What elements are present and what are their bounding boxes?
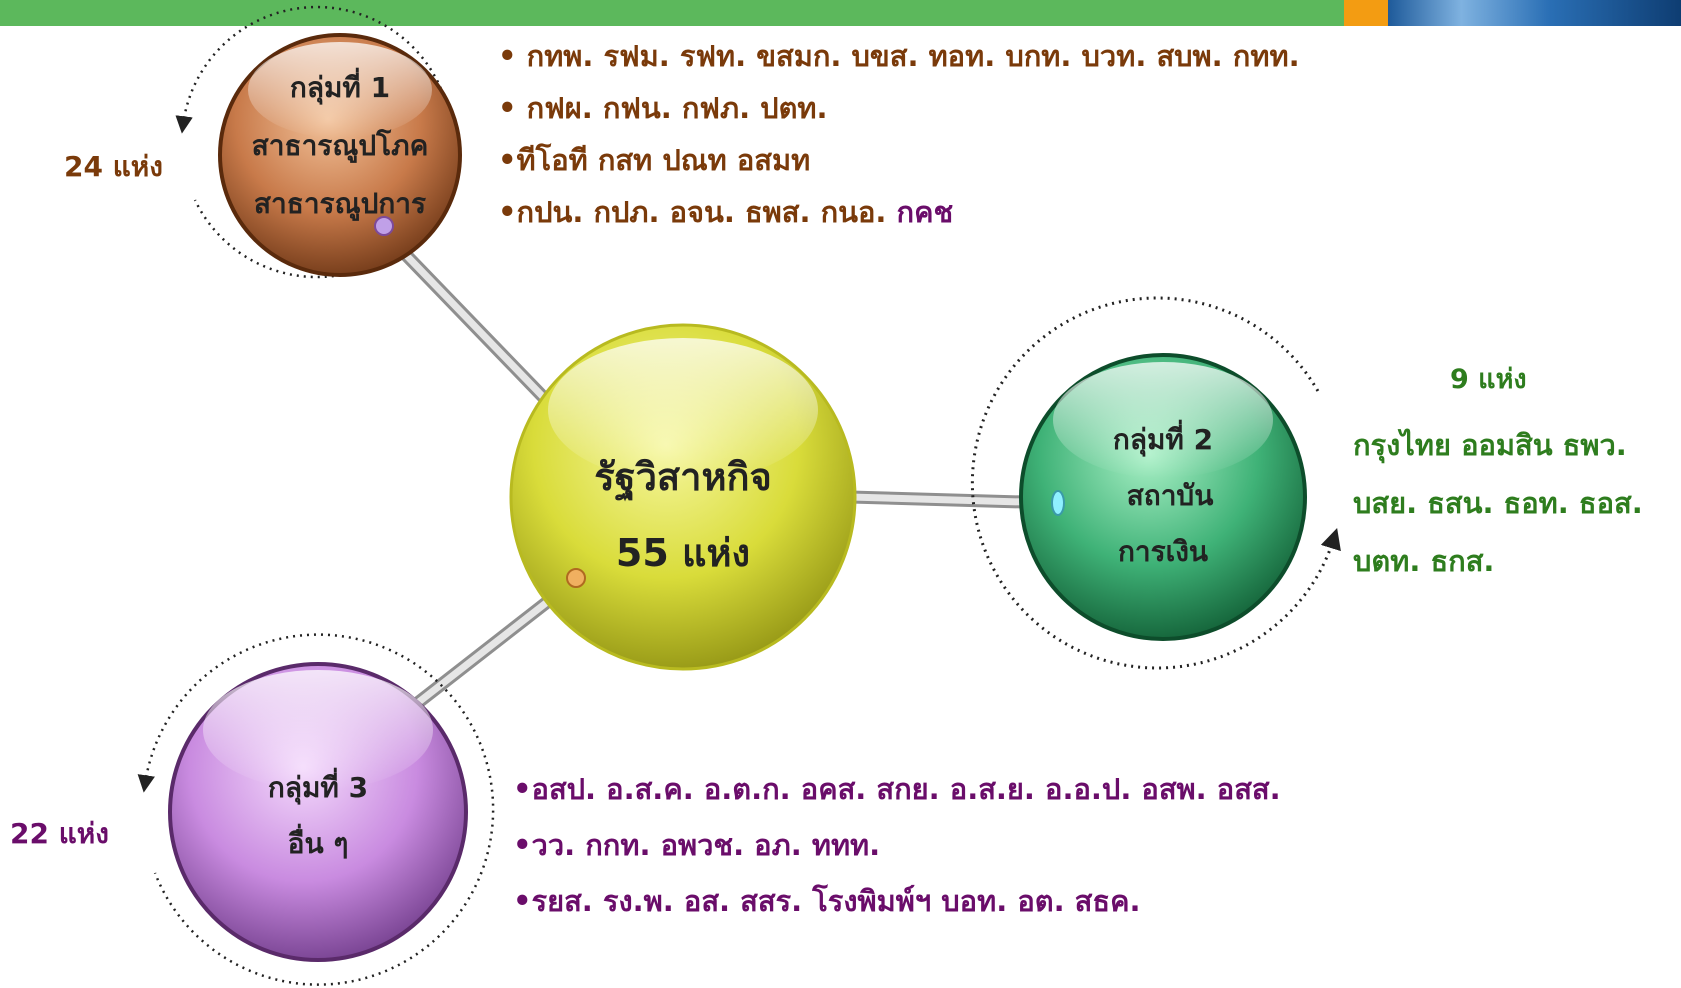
group1-title: กลุ่มที่ 1: [289, 71, 391, 104]
center-sphere: [509, 323, 857, 671]
group3-list-item-1: •อสป. อ.ส.ค. อ.ต.ก. อคส. สกย. อ.ส.ย. อ.อ…: [513, 772, 1281, 806]
group2-title: กลุ่มที่ 2: [1112, 423, 1214, 456]
group2-list-item-1: กรุงไทย ออมสิน ธพว.: [1353, 428, 1627, 462]
group2-count: 9 แห่ง: [1450, 364, 1527, 395]
group3-count: 22 แห่ง: [10, 817, 109, 850]
group3-sphere: [168, 662, 468, 962]
group1-list-item-1: • กทพ. รฟม. รฟท. ขสมก. บขส. ทอท. บกท. บว…: [498, 39, 1300, 73]
group1-sphere: [218, 33, 462, 277]
group3-title: กลุ่มที่ 3: [267, 771, 369, 804]
group1-list-item-2: • กฟผ. กฟน. กฟภ. ปตท.: [498, 91, 828, 125]
group3-label-line2: อื่น ๆ: [287, 827, 349, 860]
group1-label-line2: สาธารณูปโภค: [251, 129, 429, 162]
group1-list-item-3: •ทีโอที กสท ปณท อสมท: [498, 143, 811, 177]
orbit-arc-group3: [137, 633, 495, 986]
center-title: รัฐวิสาหกิจ: [594, 455, 772, 499]
group2-list-item-2: บสย. ธสน. ธอท. ธอส.: [1353, 486, 1643, 520]
group1-list-item-4: •กปน. กปภ. อจน. ธพส. กนอ. กคช: [498, 189, 953, 235]
group1-list-item-4-main: •กปน. กปภ. อจน. ธพส. กนอ.: [498, 195, 897, 229]
group2-sphere: [1019, 353, 1307, 641]
group3-list-item-2: •วว. กกท. อพวช. อภ. ททท.: [513, 828, 881, 862]
group1-count: 24 แห่ง: [64, 150, 163, 183]
group2-label-line3: การเงิน: [1117, 535, 1209, 568]
group1-label-line3: สาธารณูปการ: [253, 187, 427, 220]
top-banner-accent: [1344, 0, 1388, 26]
group2-list-item-3: บตท. ธกส.: [1353, 544, 1495, 578]
center-count: 55 แห่ง: [615, 531, 751, 575]
orbit-arc-group2: [970, 296, 1341, 670]
group3-list-item-3: •รยส. รง.พ. อส. สสร. โรงพิมพ์ฯ บอท. อต. …: [513, 884, 1141, 918]
connector-group1: [373, 221, 555, 409]
group1-list-item-4-tail: กคช: [896, 195, 954, 229]
group2-label-line2: สถาบัน: [1126, 479, 1214, 512]
globe-banner-image: [1388, 0, 1681, 26]
